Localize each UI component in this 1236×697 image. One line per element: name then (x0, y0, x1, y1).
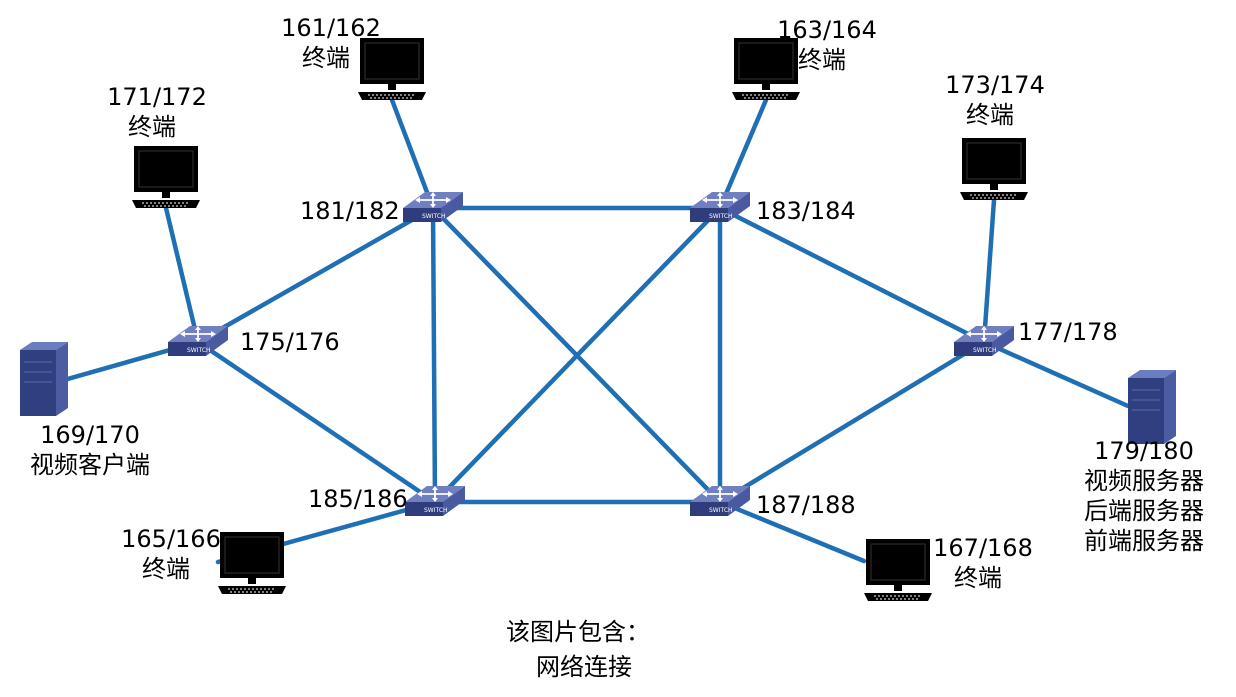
link-s183-s177 (717, 205, 987, 345)
terminal-number: 163/164 (777, 16, 877, 44)
terminal-label-165: 165/166 终端 (116, 524, 226, 584)
terminal-monitor-icon-171 (131, 145, 201, 209)
terminal-number: 171/172 (107, 83, 207, 111)
client-label: 169/170 视频客户端 (10, 420, 170, 480)
terminal-monitor-icon-167 (863, 538, 933, 602)
link-s177-t173 (981, 197, 997, 345)
server-label: 179/180 视频服务器 后端服务器 前端服务器 (1064, 436, 1224, 556)
caption-line-2: 网络连接 (536, 653, 632, 681)
link-s175-t171 (163, 205, 201, 345)
terminal-name: 终端 (142, 555, 190, 583)
terminal-label-163: 163/164 终端 (772, 15, 882, 75)
caption-line-1: 该图片包含： (506, 618, 650, 646)
server-role-video: 视频服务器 (1084, 467, 1204, 495)
server-tower-icon (1127, 369, 1177, 445)
switch-label-181: 181/182 (300, 197, 400, 225)
switch-icon-175 (167, 325, 229, 357)
client-number: 169/170 (40, 421, 140, 449)
terminal-number: 165/166 (121, 525, 221, 553)
link-s181-s175 (195, 205, 436, 345)
client-tower-icon (19, 341, 69, 417)
switch-label-187: 187/188 (756, 491, 856, 519)
server-role-frontend: 前端服务器 (1084, 527, 1204, 555)
terminal-label-161: 161/162 终端 (276, 13, 386, 73)
terminal-name: 终端 (128, 113, 176, 141)
link-s175-s185 (195, 339, 438, 505)
link-s183-t163 (717, 97, 769, 211)
terminal-name: 终端 (302, 44, 350, 72)
link-s181-s185 (430, 205, 438, 505)
terminal-name: 终端 (966, 101, 1014, 129)
client-name: 视频客户端 (30, 451, 150, 479)
link-s183-s185 (432, 205, 723, 505)
server-number: 179/180 (1094, 437, 1194, 465)
terminal-label-173: 173/174 终端 (940, 70, 1050, 130)
terminal-monitor-icon-165 (217, 531, 287, 595)
terminal-number: 161/162 (281, 14, 381, 42)
link-s181-t161 (389, 97, 436, 211)
link-s177-server (981, 339, 1131, 409)
terminal-number: 173/174 (945, 71, 1045, 99)
switch-label-185: 185/186 (308, 485, 408, 513)
terminal-label-171: 171/172 终端 (102, 82, 212, 142)
switch-label-175: 175/176 (240, 328, 340, 356)
switch-label-177: 177/178 (1018, 318, 1118, 346)
terminal-name: 终端 (954, 564, 1002, 592)
terminal-number: 167/168 (933, 534, 1033, 562)
switch-label-183: 183/184 (756, 197, 856, 225)
link-s187-t167 (717, 499, 867, 564)
terminal-monitor-icon-173 (959, 137, 1029, 201)
link-s177-s187 (717, 339, 987, 505)
terminal-name: 终端 (798, 46, 846, 74)
terminal-label-167: 167/168 终端 (928, 533, 1038, 593)
server-role-backend: 后端服务器 (1084, 497, 1204, 525)
switch-icon-181 (402, 191, 464, 223)
